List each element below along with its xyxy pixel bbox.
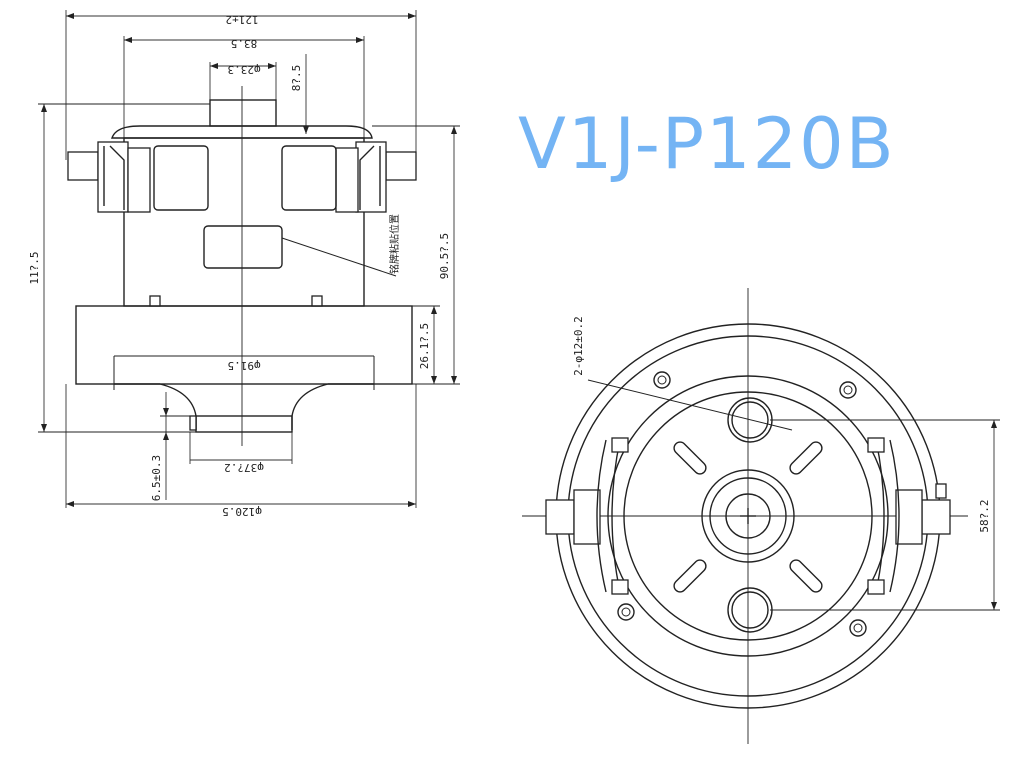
dim-holes: 2-φ12±0.2 <box>572 316 585 376</box>
dim-outlet-dia: φ37?.2 <box>224 461 264 474</box>
dim-base-dia: φ120.5 <box>222 505 262 518</box>
dim-hole-spacing: 58?.2 <box>978 499 991 532</box>
top-view: 2-φ12±0.2 58?.2 <box>522 288 1000 744</box>
dim-outlet-height: 6.5±0.3 <box>150 455 163 501</box>
dim-top-width: 121±2 <box>225 13 258 26</box>
dim-body-width: 83.5 <box>231 37 258 50</box>
dim-base-height: 26.1?.5 <box>418 323 431 369</box>
dim-top-offset: 8?.5 <box>290 65 303 92</box>
model-title: V1J-P120B <box>518 103 896 185</box>
dim-shaft-dia: φ23.3 <box>227 63 260 76</box>
side-view: 121±2 83.5 φ23.3 8?.5 <box>28 10 460 518</box>
dim-inner-dia: φ91.5 <box>227 359 260 372</box>
dim-total-height: 11?.5 <box>28 251 41 284</box>
nameplate-note: 铭牌粘贴位置 <box>388 214 401 274</box>
dim-body-height: 90.5?.5 <box>438 233 451 279</box>
